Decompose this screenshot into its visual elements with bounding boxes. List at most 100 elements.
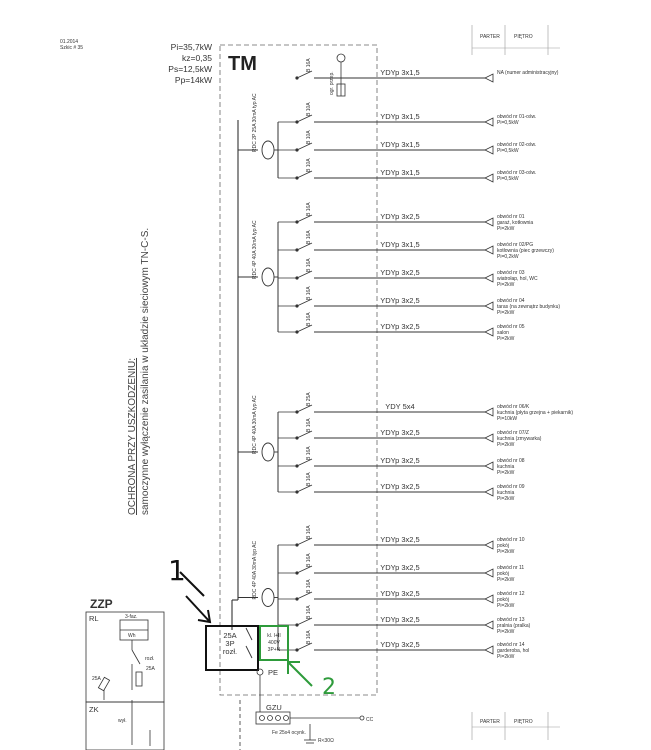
outlet-symbol	[484, 145, 494, 155]
title-block-top	[471, 25, 560, 55]
cable-label: YDYp 3x1,5	[380, 168, 419, 177]
callout-1-arrow	[179, 571, 212, 624]
outlet-symbol	[484, 540, 494, 550]
circuit-desc: kuchnia (zmywarka)	[497, 436, 542, 442]
cable-label: YDYp 3x2,5	[380, 322, 419, 331]
circuit-desc: pralnia (pralka)	[497, 623, 531, 629]
outlet-symbol	[484, 73, 494, 83]
surge-line2: 400V	[268, 640, 280, 646]
gzu-cc: CC	[366, 717, 374, 723]
breaker-label: B 16A	[306, 258, 312, 272]
circuit-desc: taras (na zewnątrz budynku)	[497, 304, 560, 310]
zzp-meter: Wh	[128, 633, 136, 639]
breaker-label: B 16A	[306, 202, 312, 216]
main-switch-line3: rozł.	[223, 647, 237, 656]
circuit-desc: obwód nr 14	[497, 642, 525, 648]
surge-line3: 3P+N	[268, 647, 281, 653]
outlet-symbol	[484, 245, 494, 255]
outlet-symbol	[484, 461, 494, 471]
circuit-desc: obwód nr 01	[497, 214, 525, 220]
cable-label: YDYp 3x2,5	[380, 268, 419, 277]
breaker-label: B 16A	[306, 312, 312, 326]
zzp-zk: ZK	[89, 705, 99, 714]
outlet-symbol	[484, 645, 494, 655]
rcd-group: RDC 4P 40A 30mA typ AC	[238, 395, 297, 493]
svg-text:Pi=35,7kW: Pi=35,7kW	[171, 42, 212, 52]
cable-label: YDYp 3x2,5	[380, 563, 419, 572]
breaker-label: B 10A	[306, 102, 312, 116]
breaker-label: B 25A	[306, 392, 312, 406]
zzp-rozl: rozł.	[145, 656, 154, 662]
cable-label: YDYp 3x1,5	[380, 240, 419, 249]
breaker-label: B 16A	[306, 418, 312, 432]
circuit-desc: Pi=2kW	[497, 577, 515, 583]
outlet-symbol	[484, 594, 494, 604]
circuit-desc: Pi=2kW	[497, 496, 515, 502]
board-label: TM	[228, 53, 257, 75]
outlet-symbol	[484, 217, 494, 227]
outlet-symbol	[484, 117, 494, 127]
breaker-switch	[296, 642, 313, 651]
circuit-desc: obwód nr 05	[497, 324, 525, 330]
breaker-switch	[296, 537, 313, 546]
zzp-fuse-left: 25A	[92, 676, 102, 682]
circuit-desc: obwód nr 13	[497, 617, 525, 623]
rcd-coil	[261, 140, 275, 160]
breaker-switch	[296, 298, 313, 307]
circuit-desc: Pi=2kW	[497, 310, 515, 316]
spd-label: ogr. przep.	[329, 71, 335, 95]
power-params: Pi=35,7kW kz=0,35 Ps=12,5kW Pp=14kW	[168, 42, 212, 85]
svg-text:Ps=12,5kW: Ps=12,5kW	[168, 64, 212, 74]
breaker-switch	[296, 565, 313, 574]
breaker-switch	[296, 484, 313, 493]
circuit-desc: Pi=10kW	[497, 416, 517, 422]
protection-text: OCHRONA PRZY USZKODZENIU: samoczynne wył…	[127, 228, 151, 515]
circuit-desc: garderoba, hol	[497, 648, 529, 654]
circuit-desc: kuchnia	[497, 464, 514, 470]
gzu-block	[239, 700, 365, 750]
breaker-switch	[296, 214, 313, 223]
circuit-desc: kuchnia	[497, 490, 514, 496]
breaker-switch	[296, 617, 313, 626]
circuit-desc: pokój	[497, 571, 509, 577]
breaker-switch	[296, 591, 313, 600]
breaker-label: B 16A	[306, 446, 312, 460]
breaker-label: B 16A	[306, 58, 312, 72]
callout-2-label: 2	[322, 675, 336, 700]
title-block-bottom	[471, 712, 560, 740]
gzu-rk: R<30Ω	[318, 738, 334, 744]
circuit-desc: Pi=0,2kW	[497, 254, 519, 260]
cable-label: YDYp 3x2,5	[380, 428, 419, 437]
cable-label: YDYp 3x2,5	[380, 589, 419, 598]
outlet-symbol	[484, 273, 494, 283]
rcd-group: RDC 4P 40A 30mA typ AC	[238, 541, 297, 651]
breaker-label: B 10A	[306, 130, 312, 144]
cable-label: YDYp 3x2,5	[380, 615, 419, 624]
breaker-label: B 10A	[306, 158, 312, 172]
circuit-desc: NA (numer administracyjny)	[497, 70, 559, 76]
tm-enclosure	[219, 44, 378, 696]
circuit-desc: obwód nr 03-ośw.	[497, 170, 536, 176]
header-parter: PARTER	[480, 34, 500, 40]
gzu-title: GZU	[266, 703, 282, 712]
circuit-desc: obwód nr 01-ośw.	[497, 114, 536, 120]
main-switch-symbol	[245, 627, 253, 659]
breaker-label: B 16A	[306, 230, 312, 244]
callout-2-arrow	[287, 661, 313, 687]
breaker-label: B 16A	[306, 630, 312, 644]
circuit-desc: Pi=2kW	[497, 549, 515, 555]
circuit-desc: obwód nr 07/Z	[497, 430, 529, 436]
circuit-desc: Pi=2kW	[497, 654, 515, 660]
circuit-desc: kotłownia (piec grzewczy)	[497, 248, 554, 254]
breaker-switch	[296, 458, 313, 467]
outlet-symbol	[484, 173, 494, 183]
zzp-wyl: wył.	[118, 718, 127, 724]
circuit-desc: obwód nr 03	[497, 270, 525, 276]
outlet-symbol	[484, 433, 494, 443]
